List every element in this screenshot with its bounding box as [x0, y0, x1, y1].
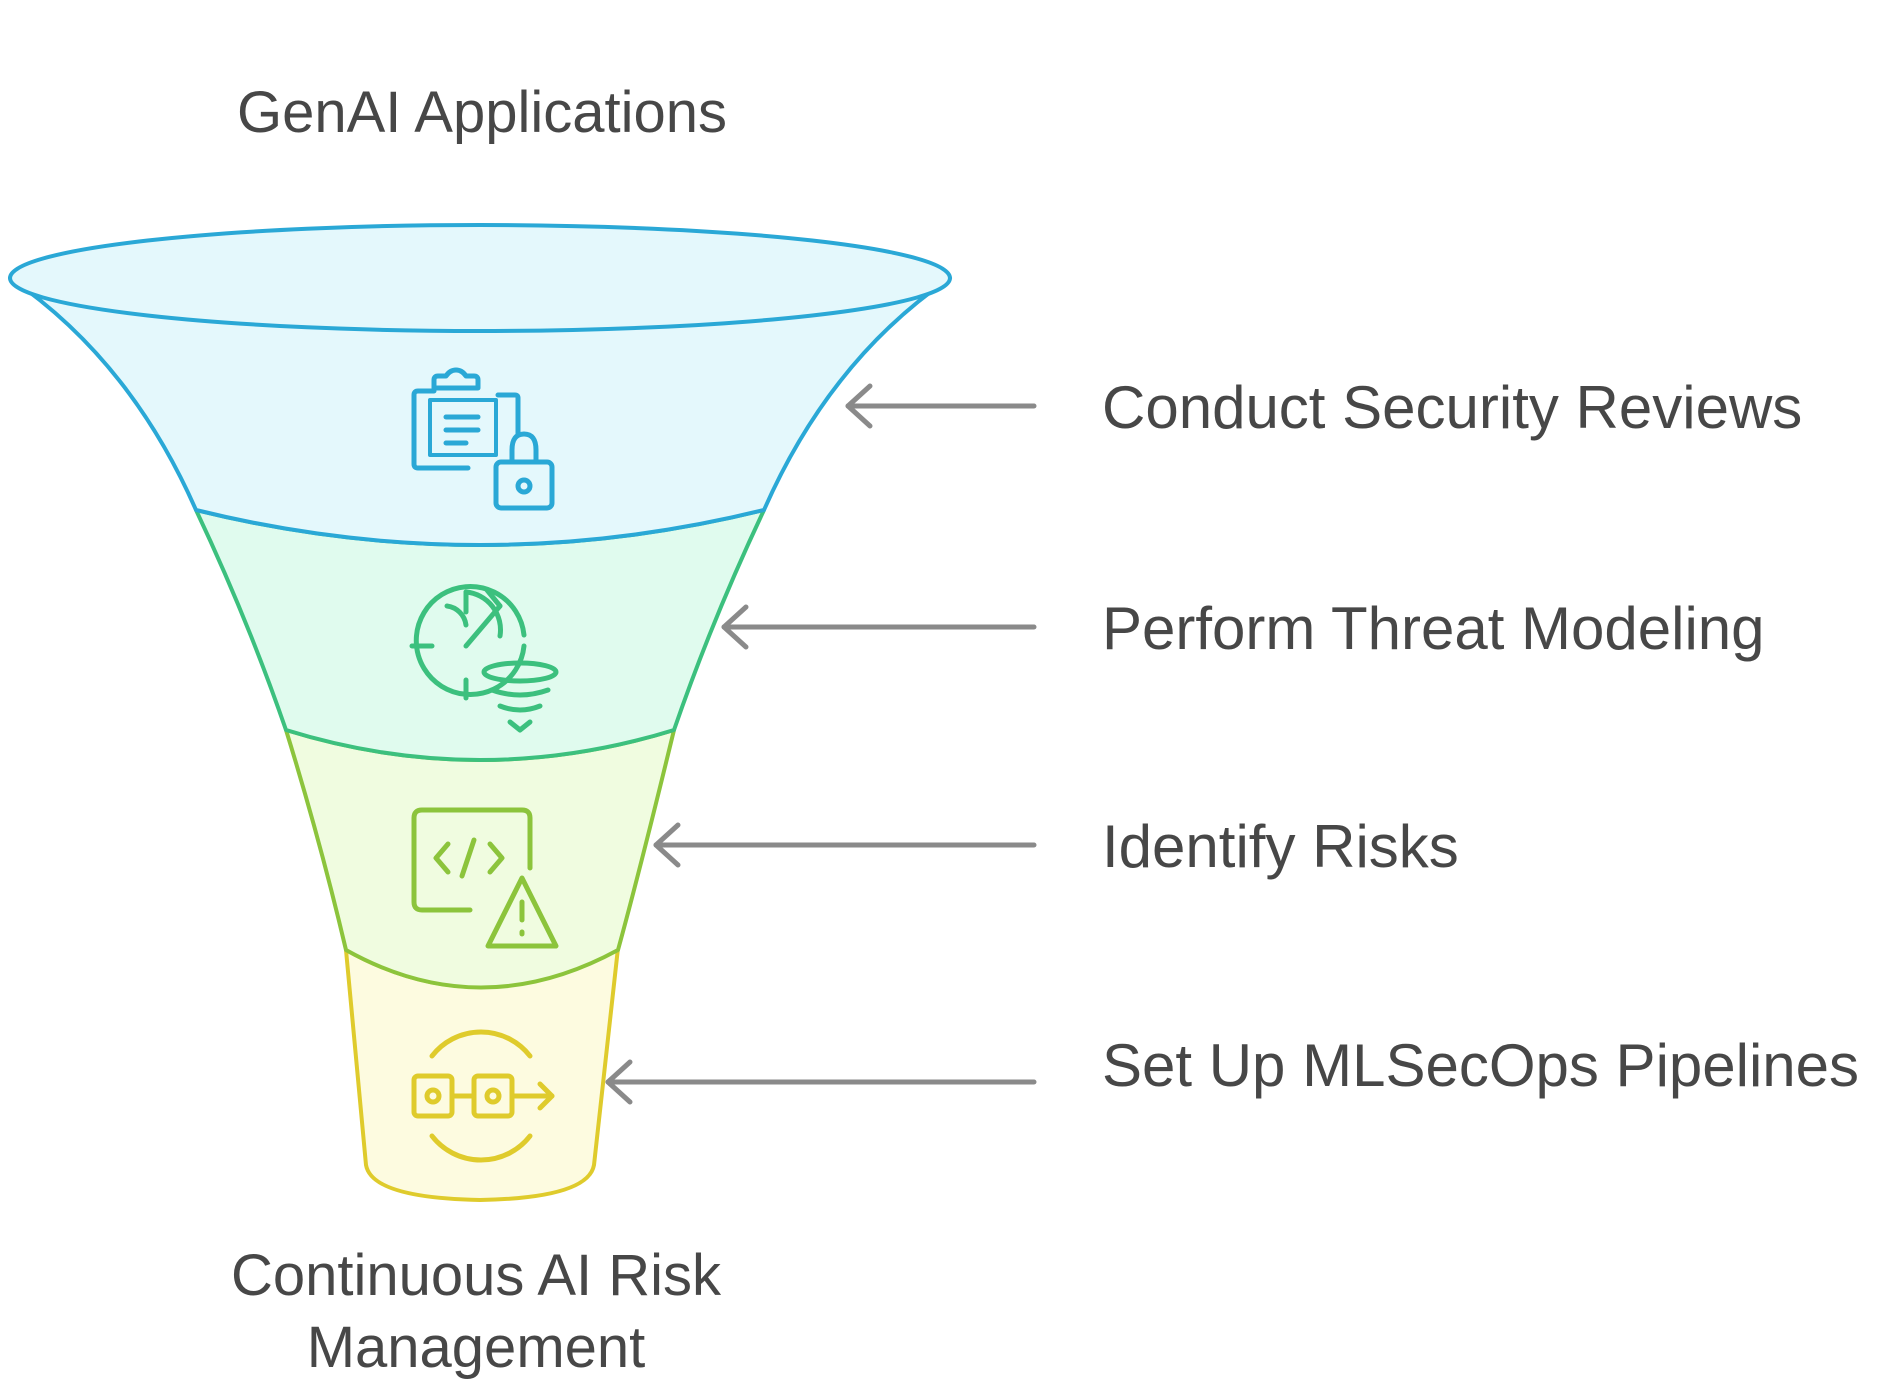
funnel-segment-2	[194, 508, 766, 762]
radar-tornado-icon	[409, 584, 559, 733]
step-label-set-up-mlsecops-pipelines: Set Up MLSecOps Pipelines	[1102, 1032, 1860, 1099]
funnel-rim	[8, 223, 952, 333]
funnel-top-label: GenAI Applications	[236, 80, 728, 145]
clipboard-lock-icon	[411, 367, 555, 511]
funnel-segment-3	[284, 728, 676, 990]
funnel-bottom-label-line-1: Continuous AI Risk	[230, 1243, 722, 1308]
funnel-bottom-label-line-2: Management	[306, 1315, 646, 1380]
step-label-conduct-security-reviews: Conduct Security Reviews	[1102, 374, 1803, 441]
arrow-1	[845, 383, 1037, 429]
arrow-2	[721, 604, 1037, 650]
step-label-perform-threat-modeling: Perform Threat Modeling	[1102, 595, 1765, 662]
funnel-bottom-label: Continuous AI Risk Management	[0, 1240, 952, 1384]
step-label-identify-risks: Identify Risks	[1102, 813, 1459, 880]
code-warning-icon	[411, 807, 559, 949]
pipeline-cycle-icon	[411, 1029, 555, 1163]
arrow-3	[653, 822, 1037, 868]
arrow-4	[605, 1059, 1037, 1105]
funnel-segment-1	[8, 223, 952, 547]
